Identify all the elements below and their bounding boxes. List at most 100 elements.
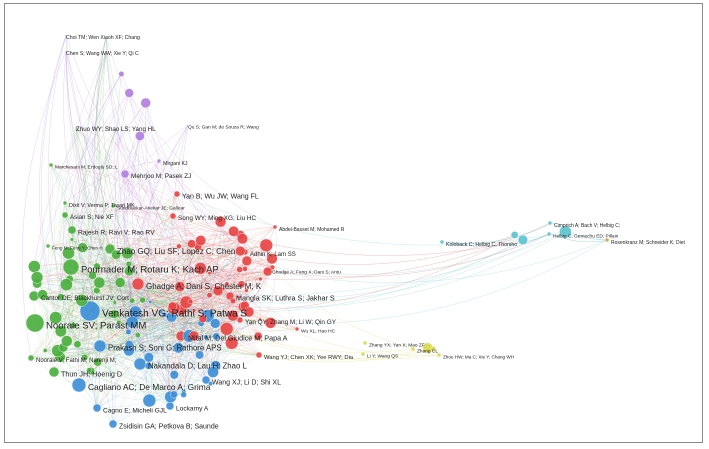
- author-label-wu[interactable]: Wu XL; Hao HC: [301, 329, 336, 335]
- node-wangxj[interactable]: [201, 375, 211, 385]
- author-label-mirgani[interactable]: Mirgani KJ: [163, 161, 188, 167]
- author-label-dixit[interactable]: Dixit V; Verma P; Tiwari MK: [69, 203, 135, 209]
- author-label-wangy[interactable]: Wang YJ; Chen XK; Yee RWY; Dia: [264, 355, 354, 361]
- node-sandbuekar[interactable]: [110, 203, 116, 209]
- author-label-chai[interactable]: Choi TM; Wen Xiaoh XF; Chang: [66, 35, 140, 41]
- network-node[interactable]: [258, 317, 263, 322]
- node-wu[interactable]: [294, 326, 300, 332]
- network-node[interactable]: [237, 233, 248, 245]
- network-node[interactable]: [192, 308, 197, 313]
- node-liy[interactable]: [360, 351, 366, 357]
- node-zhou[interactable]: [436, 352, 442, 358]
- network-node[interactable]: [235, 245, 246, 257]
- network-node[interactable]: [180, 391, 187, 398]
- network-node[interactable]: [510, 231, 519, 239]
- network-node[interactable]: [210, 318, 221, 329]
- network-node[interactable]: [54, 325, 67, 338]
- network-node[interactable]: [56, 293, 65, 301]
- network-node[interactable]: [69, 237, 74, 242]
- network-node[interactable]: [148, 300, 153, 304]
- network-node[interactable]: [169, 370, 179, 380]
- node-cagliano[interactable]: [71, 377, 87, 393]
- network-node[interactable]: [194, 262, 207, 275]
- node-cagno[interactable]: [92, 403, 102, 413]
- node-yanqy[interactable]: [236, 316, 244, 324]
- network-node[interactable]: [430, 346, 436, 352]
- network-node[interactable]: [73, 340, 82, 349]
- network-node[interactable]: [225, 336, 239, 350]
- network-node[interactable]: [214, 216, 227, 228]
- node-venkatesh[interactable]: [79, 300, 101, 322]
- author-label-prakash[interactable]: Prakash S; Soni G; Rathore APS: [108, 344, 222, 353]
- author-label-mital[interactable]: Mital M; Del Giudice M; Papa A: [188, 334, 288, 343]
- network-node[interactable]: [241, 255, 253, 267]
- author-label-feng[interactable]: Feng M; Feng Y; Chen H: [52, 246, 103, 251]
- node-kolobaek[interactable]: [439, 239, 445, 245]
- network-node[interactable]: [93, 276, 106, 289]
- network-node[interactable]: [236, 266, 243, 273]
- network-node[interactable]: [203, 334, 209, 340]
- network-node[interactable]: [172, 342, 184, 354]
- network-node[interactable]: [195, 350, 205, 360]
- author-label-liy[interactable]: Li Y; Wang QS: [367, 354, 398, 360]
- network-node[interactable]: [42, 348, 48, 353]
- network-node[interactable]: [93, 357, 102, 367]
- node-zsidisin[interactable]: [108, 419, 118, 429]
- network-node[interactable]: [93, 262, 101, 270]
- network-node[interactable]: [559, 225, 572, 239]
- network-node[interactable]: [114, 277, 126, 288]
- network-node[interactable]: [81, 354, 89, 361]
- author-label-marc[interactable]: Marchesani M; Erdoglu SD; L: [55, 165, 118, 171]
- author-label-zhaogq[interactable]: Zhao GQ; Liu SF; Lopez C; Chen: [117, 247, 235, 256]
- author-label-nooraie[interactable]: Nooraie SV; Parast MM: [46, 320, 146, 331]
- network-node[interactable]: [212, 332, 220, 341]
- author-label-zsidisin[interactable]: Zsidisin GA; Petkova B; Saunde: [119, 423, 219, 430]
- network-node[interactable]: [28, 260, 41, 273]
- node-song[interactable]: [169, 212, 177, 220]
- network-node[interactable]: [121, 246, 134, 260]
- network-node[interactable]: [237, 280, 246, 289]
- node-rajesh[interactable]: [67, 225, 77, 235]
- network-node[interactable]: [140, 97, 151, 109]
- network-node[interactable]: [70, 322, 77, 329]
- network-node[interactable]: [258, 276, 263, 282]
- author-label-song[interactable]: Song WY; Ming XG; Liu HC: [178, 215, 256, 222]
- network-node[interactable]: [129, 297, 135, 304]
- node-zhangcl[interactable]: [410, 346, 416, 352]
- node-zhangyx[interactable]: [362, 340, 368, 346]
- network-node[interactable]: [176, 243, 182, 249]
- author-label-qu[interactable]: Qu S; Gan M; de Souza R; Wang: [188, 125, 259, 131]
- node-yanb[interactable]: [173, 190, 181, 198]
- network-node[interactable]: [206, 292, 213, 299]
- network-node[interactable]: [170, 390, 178, 399]
- node-mehrjoo[interactable]: [120, 169, 130, 179]
- author-label-helbig[interactable]: Helbig C; Gemechu ED; Pillain: [553, 234, 619, 240]
- network-node[interactable]: [88, 271, 97, 280]
- author-label-nooraie2[interactable]: Nooraie V; Fathi M; Narenji M;: [36, 358, 117, 364]
- author-label-rosenkranz[interactable]: Rosenkranz M; Schneider K; Diet: [611, 240, 686, 246]
- author-label-thun[interactable]: Thun JH; Hoenig D: [61, 370, 122, 379]
- network-node[interactable]: [75, 294, 89, 307]
- network-node[interactable]: [124, 340, 134, 349]
- node-dixit[interactable]: [62, 200, 68, 206]
- network-node[interactable]: [220, 322, 234, 336]
- network-node[interactable]: [139, 296, 146, 304]
- network-node[interactable]: [208, 381, 213, 387]
- author-label-rajesh[interactable]: Rajesh R; Ravi V; Rao RV: [78, 229, 155, 236]
- author-label-sandbuekar[interactable]: Sundbuekar-Anekar JE; Gallear: [117, 206, 185, 212]
- node-thun[interactable]: [48, 366, 60, 378]
- network-node[interactable]: [77, 242, 88, 253]
- node-nooraie[interactable]: [25, 313, 45, 333]
- network-node[interactable]: [517, 234, 528, 245]
- node-asian[interactable]: [61, 211, 69, 219]
- node-prakash[interactable]: [93, 339, 107, 353]
- network-node[interactable]: [207, 271, 212, 276]
- network-node[interactable]: [30, 271, 44, 284]
- author-label-ghadge2[interactable]: Ghadge A; Fang X; Dani S; Antu: [272, 270, 341, 276]
- network-node[interactable]: [187, 298, 194, 305]
- node-mangla[interactable]: [225, 291, 235, 301]
- author-label-nakandala[interactable]: Nakandala D; Lau H; Zhao L: [148, 362, 247, 371]
- node-wangy[interactable]: [255, 351, 263, 359]
- author-label-cagno[interactable]: Cagno E; Micheli GJL: [103, 407, 167, 414]
- author-label-mehrjoo[interactable]: Mehrjoo M; Pasek ZJ: [131, 173, 191, 180]
